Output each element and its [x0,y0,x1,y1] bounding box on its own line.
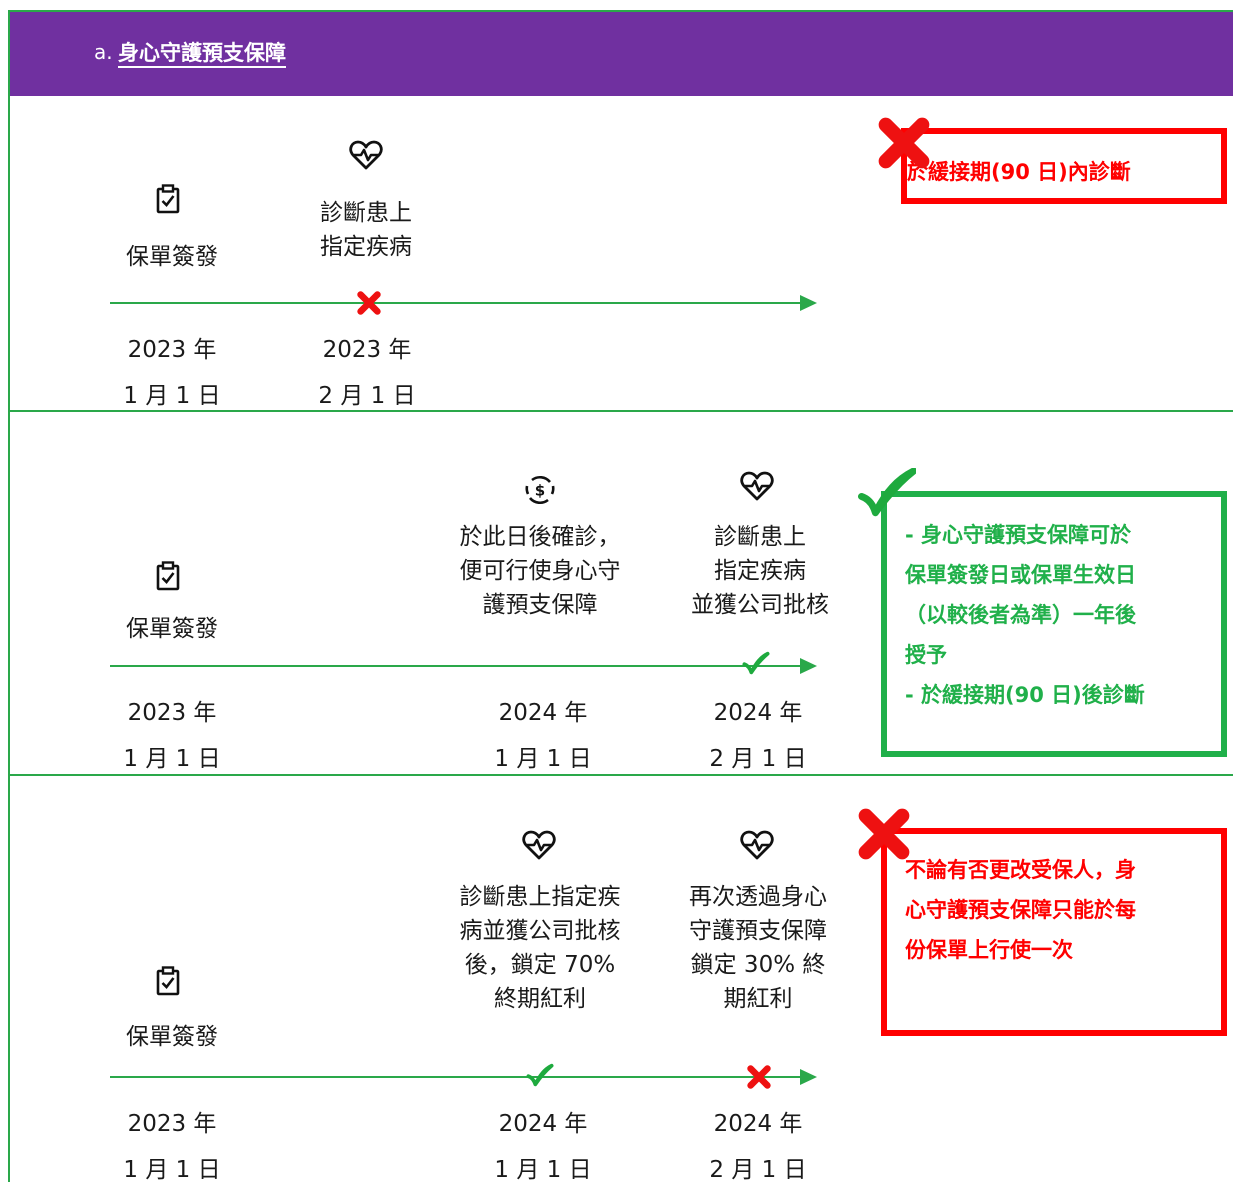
clipboard-check-icon [156,561,180,591]
heart-pulse-icon [740,471,774,501]
large-red-cross-icon [858,808,910,860]
heart-pulse-icon [522,830,556,860]
green-check-icon [742,651,770,675]
section-letter: a. [94,40,113,64]
clipboard-check-icon [156,184,180,214]
event-label: 診斷患上指定疾 病並獲公司批核 後，鎖定 70% 終期紅利 [459,884,621,1012]
red-cross-icon [357,291,381,315]
result-box-fail: 於緩接期(90 日)內診斷 [901,128,1227,204]
section-title: 身心守護預支保障 [118,41,286,65]
issue-label: 保單簽發 [126,1024,218,1050]
heart-pulse-icon [740,830,774,860]
section-header [10,12,1233,96]
table-frame [8,10,1233,1182]
heart-pulse-icon [349,140,383,170]
event-label: 於此日後確診， 便可行使身心守 護預支保障 [459,524,621,618]
row-divider [10,410,1233,412]
issue-label: 保單簽發 [126,244,218,270]
green-check-icon [526,1063,554,1087]
dollar-cycle-icon [524,474,556,506]
event-label: 診斷患上 指定疾病 [320,200,412,260]
large-red-cross-icon [878,117,930,169]
issue-label: 保單簽發 [126,616,218,642]
event-label: 再次透過身心 守護預支保障 鎖定 30% 終 期紅利 [689,884,827,1012]
arrow-head [800,295,817,311]
event-label: 診斷患上 指定疾病 並獲公司批核 [691,524,829,618]
large-green-check-icon [858,468,916,518]
red-cross-icon [747,1065,771,1089]
arrow-head [800,658,817,674]
timeline-axis [110,665,800,667]
arrow-head [800,1069,817,1085]
result-box-pass: - 身心守護預支保障可於 保單簽發日或保單生效日 （以較後者為準）一年後 授予 … [881,491,1227,757]
row-divider [10,774,1233,776]
timeline-axis [110,302,800,304]
timeline-axis [110,1076,800,1078]
clipboard-check-icon [156,966,180,996]
result-box-fail: 不論有否更改受保人，身 心守護預支保障只能於每 份保單上行使一次 [881,828,1227,1036]
